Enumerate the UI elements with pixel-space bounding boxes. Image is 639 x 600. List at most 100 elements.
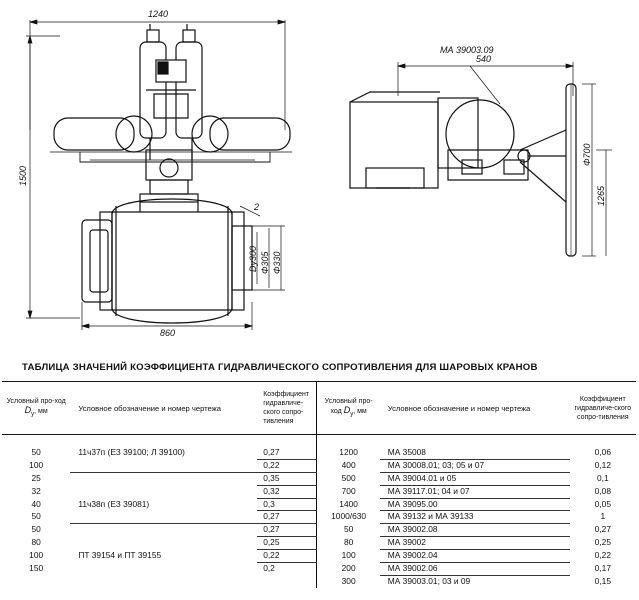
cell-dy: 40 [31, 498, 41, 509]
cell-designation-2: МА 39095.00 [379, 498, 570, 512]
front-view: 1240 1500 [18, 9, 292, 338]
cell-coef: 0,27 [257, 510, 318, 525]
cell-designation-2: МА 39002.06 [379, 562, 570, 576]
cell-designation-2: МА 39002.04 [379, 549, 570, 564]
dim-d305-label: Φ305 [260, 250, 270, 274]
cell-coef-2: 0,22 [594, 550, 611, 561]
cell-dy-2: 1400 [339, 498, 358, 509]
cell-coef: 0,35 [257, 472, 318, 486]
cell-designation [70, 510, 258, 525]
table-row: 100 ПТ 39154 и ПТ 39155 0,22 100 МА 3900… [2, 549, 636, 564]
cell-dy-2: 80 [343, 537, 354, 548]
header-dy: Условный про-ход Dу, мм [2, 381, 71, 435]
cell-coef-2: 0,06 [594, 447, 611, 458]
cell-dy [2, 575, 70, 587]
table-row: 40 11ч38п (ЕЗ 39081) 0,3 1400 МА 39095.0… [2, 498, 636, 512]
cell-coef: 0,25 [257, 536, 318, 551]
dim-side-width-label: 540 [476, 54, 491, 64]
dim-height [26, 34, 80, 320]
cell-dy-2: 400 [341, 459, 356, 470]
side-actuator [349, 91, 529, 189]
dim-gap-label: 2 [253, 202, 259, 212]
cell-dy-2: 200 [341, 563, 356, 574]
cell-coef: 0,22 [257, 459, 318, 473]
table-row: 50 0,27 50 МА 39002.08 0,27 [2, 523, 636, 538]
dim-side-width [396, 62, 575, 105]
cell-dy: 100 [29, 459, 44, 470]
cell-dy-2: 500 [341, 472, 356, 483]
cell-dy-2: 1000/630 [331, 511, 367, 522]
cell-coef-2: 0,27 [594, 524, 611, 535]
table-row: 50 0,27 1000/630 МА 39132 и МА 39133 1 [2, 510, 636, 525]
cell-designation-2: МА 39003.01; 03 и 09 [387, 575, 471, 586]
dim-height-label: 1500 [18, 166, 28, 186]
gear-box [139, 149, 199, 203]
cell-dy: 50 [31, 524, 41, 535]
cell-coef-2: 0,08 [594, 485, 611, 496]
header-dy2-unit: , мм [353, 407, 367, 415]
cell-coef: 0,32 [257, 485, 318, 499]
dim-wheel-label: Φ700 [582, 143, 592, 166]
dim-flange [239, 205, 285, 291]
cell-designation [70, 524, 257, 537]
cell-dy-2: 100 [341, 550, 356, 561]
cell-coef [257, 575, 318, 588]
header-dy-2: Условный про-ход Dу, мм [316, 381, 380, 435]
dim-body-length-label: 860 [160, 328, 175, 338]
header-coef: Коэффициент гидравличе-ского сопро-тивле… [257, 381, 318, 435]
header-dy-prefix: Условный про-ход [6, 397, 66, 405]
cell-designation-2: МА 39002.08 [379, 523, 570, 538]
cell-coef-2: 0,1 [597, 472, 609, 483]
cell-designation: 11ч38п (ЕЗ 39081) [78, 498, 150, 509]
cell-dy: 80 [31, 537, 41, 548]
table-header-row: Условный про-ход Dу, мм Условное обознач… [2, 381, 636, 435]
table-row: 32 0,32 700 МА 39117.01; 04 и 07 0,08 [2, 485, 636, 499]
table-row: 150 0,2 200 МА 39002.06 0,17 [2, 562, 636, 576]
dim-overall-width-label: 1240 [148, 9, 168, 19]
header-designation: Условное обозначение и номер чертежа [70, 381, 258, 435]
valve-body [81, 198, 253, 324]
dim-side-vertical [582, 83, 612, 257]
cell-coef-2: 1 [600, 511, 606, 522]
cell-dy-2: 50 [343, 524, 354, 535]
dim-side-height-label: 1265 [596, 185, 606, 206]
table-row: 50 11ч37п (ЕЗ 39100; Л 39100) 0,27 1200 … [2, 446, 636, 460]
cell-dy-2: 700 [341, 485, 356, 496]
header-dy-unit: , мм [34, 407, 48, 415]
dim-dn-label: Dy300 [248, 246, 258, 272]
table-row: 25 0,35 500 МА 39004.01 и 05 0,1 [2, 472, 636, 486]
cell-designation-2: МА 30008.01; 03; 05 и 07 [379, 459, 570, 473]
cell-coef-2: 0,12 [594, 459, 611, 470]
cell-dy: 50 [31, 511, 41, 522]
side-tanks [50, 115, 292, 163]
cell-coef-2: 0,17 [594, 563, 611, 574]
cell-designation: 11ч37п (ЕЗ 39100; Л 39100) [78, 447, 185, 458]
header-dy-symbol: D [24, 404, 32, 415]
table-row: 80 0,25 80 МА 39002 0,25 [2, 536, 636, 551]
drawing-svg: 1240 1500 [18, 9, 612, 338]
cell-designation [70, 575, 257, 587]
cell-coef-2: 0,15 [594, 575, 611, 586]
cell-dy: 32 [31, 485, 41, 496]
dim-body-length [80, 302, 254, 330]
cell-dy: 100 [29, 550, 44, 561]
cell-designation [70, 459, 258, 473]
cell-designation-2: МА 39004.01 и 05 [379, 472, 570, 486]
cell-coef: 0,27 [257, 523, 318, 538]
cell-dy: 25 [31, 472, 41, 483]
cell-designation-2: МА 39117.01; 04 и 07 [379, 485, 570, 499]
cell-coef: 0,22 [257, 549, 318, 564]
cell-dy-2: 300 [341, 575, 356, 586]
header-designation-2: Условное обозначение и номер чертежа [379, 381, 570, 435]
side-view: МА 39003.09 540 Φ7 [349, 45, 612, 257]
cell-dy: 50 [31, 447, 41, 458]
cell-designation-2: МА 39132 и МА 39133 [379, 510, 570, 525]
actuator-code-label: МА 39003.09 [440, 45, 494, 55]
cell-designation-2: МА 35008 [379, 446, 570, 460]
cell-designation [70, 472, 257, 485]
cell-designation: ПТ 39154 и ПТ 39155 [78, 550, 162, 561]
cell-dy: 150 [29, 563, 44, 574]
cell-coef: 0,27 [257, 446, 318, 460]
header-dy-sub: у [31, 411, 35, 418]
hydraulic-cylinders [139, 24, 203, 160]
